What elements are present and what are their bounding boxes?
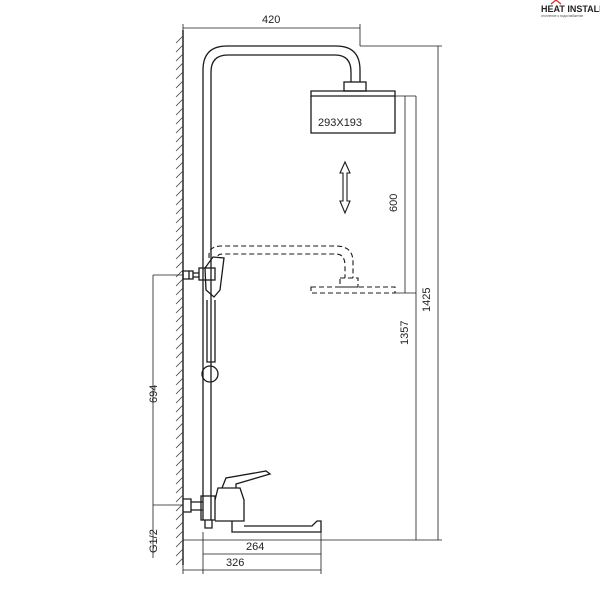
lowered-position [208, 245, 396, 294]
dim-thread: G1/2 [148, 529, 160, 553]
wall [175, 30, 184, 566]
dimension-lines [152, 24, 442, 574]
wall-connector-lower [183, 498, 192, 513]
dim-top-width: 420 [262, 14, 280, 26]
overhead-head-top [310, 90, 396, 97]
dim-head-size: 293X193 [318, 117, 362, 129]
logo-brand: HEAT INSTALL [541, 4, 600, 14]
dim-overall-reach: 326 [226, 557, 244, 569]
riser-pipe-inner [210, 54, 352, 520]
hand-shower-holder [204, 256, 225, 298]
wall-hatch [175, 35, 184, 566]
logo-tagline: отопление и водоснабжение [541, 14, 583, 18]
hand-shower-knob [201, 365, 219, 383]
heat-install-logo: HEAT INSTALL отопление и водоснабжение [541, 0, 600, 18]
height-adjust-arrow-icon [339, 160, 351, 215]
dim-total-height: 1425 [421, 288, 433, 312]
dim-height-adjust: 600 [388, 194, 400, 212]
dashed-connector [339, 277, 359, 288]
dashed-arm-outer [208, 245, 354, 278]
dashed-head [310, 286, 396, 294]
logo-roof-icon [550, 0, 562, 5]
hand-shower-handle [206, 300, 216, 363]
slider-clamp [198, 267, 216, 281]
dim-head-height: 1357 [399, 321, 411, 345]
mixer-lever [221, 470, 272, 489]
riser-pipe-outer [202, 45, 361, 520]
head-connector [343, 81, 367, 92]
mixer-body [214, 487, 245, 522]
dashed-arm-inner [217, 253, 346, 278]
dim-spout-length: 264 [246, 541, 264, 553]
dim-mixer-height: 694 [148, 385, 160, 403]
wall-bracket-upper [182, 270, 194, 280]
bath-spout [244, 520, 322, 533]
spout-base [231, 521, 244, 533]
mixer-union [200, 495, 216, 521]
shower-column [182, 45, 396, 533]
bracket-arm-upper [193, 272, 199, 278]
mixer-bottom-nut [204, 520, 213, 529]
